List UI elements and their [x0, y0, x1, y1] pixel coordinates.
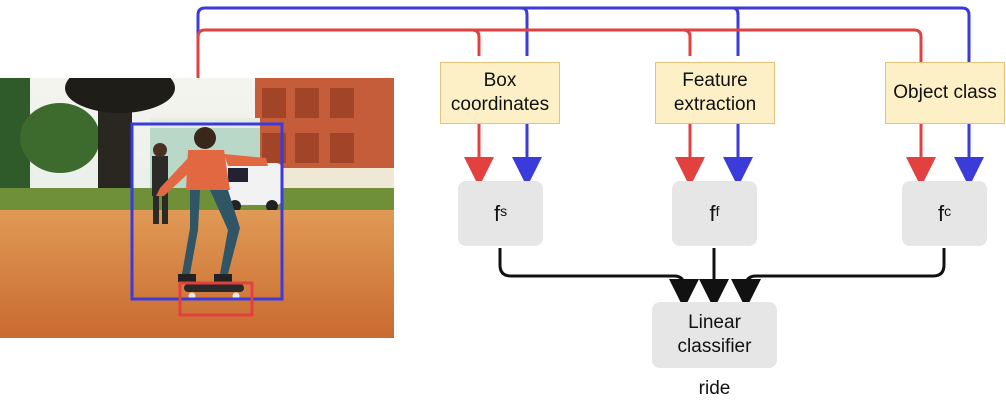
- object-bus-line: [196, 28, 923, 88]
- spatial-function-superscript: s: [500, 202, 508, 219]
- spatial-function-base: f: [493, 200, 501, 226]
- class-to-classifier-arrow: [731, 248, 946, 309]
- class-function-superscript: c: [944, 202, 952, 219]
- skateboarder-image: [0, 78, 394, 338]
- class-function-base: f: [937, 200, 945, 226]
- object-class-label: Object class: [893, 82, 997, 103]
- feature-extraction-box: Feature extraction: [655, 62, 775, 124]
- object-class-box: Object class: [885, 62, 1005, 124]
- linear-classifier-label: Linear classifier: [677, 312, 752, 357]
- object-bounding-box: [178, 281, 254, 317]
- linear-classifier-box: Linear classifier: [652, 302, 777, 368]
- box-coordinates-box: Box coordinates: [440, 62, 560, 124]
- subject-bus-line: [196, 6, 971, 88]
- output-label: ride: [698, 378, 731, 399]
- subject-bounding-box: [130, 122, 284, 301]
- input-photo: [0, 78, 394, 338]
- feature-extraction-label: Feature extraction: [673, 70, 757, 115]
- feature-function-superscript: f: [715, 202, 720, 219]
- box-coordinates-label: Box coordinates: [450, 70, 550, 115]
- feature-function-base: f: [709, 200, 716, 226]
- spatial-to-classifier-arrow: [498, 248, 699, 309]
